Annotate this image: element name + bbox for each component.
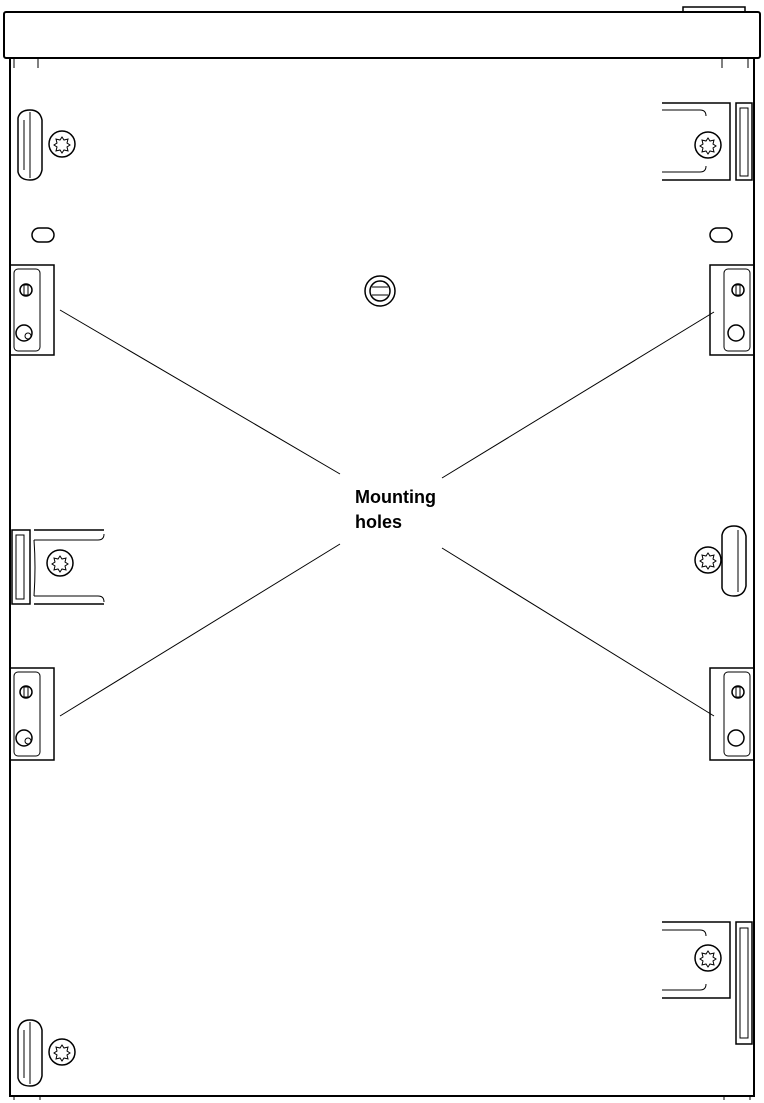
enclosure-body xyxy=(9,57,755,1100)
callout-label-line1: Mounting xyxy=(355,487,436,507)
leader-lower-right xyxy=(441,547,715,717)
mounting-bracket-upper-left xyxy=(9,264,55,356)
hinge-bottom-right xyxy=(662,921,753,1045)
leader-upper-left xyxy=(59,309,341,475)
torx-screw-icon xyxy=(694,131,722,159)
torx-screw-icon xyxy=(694,546,722,574)
torx-screw-icon xyxy=(46,549,74,577)
mounting-hole-icon xyxy=(15,729,33,747)
mounting-hole-icon xyxy=(727,324,745,342)
torx-screw-icon xyxy=(694,944,722,972)
hinge-top-right xyxy=(662,102,753,181)
slot-icon xyxy=(709,227,733,243)
slotted-screw-icon xyxy=(364,275,396,307)
mounting-hole-icon xyxy=(727,729,745,747)
mounting-bracket-upper-right xyxy=(709,264,755,356)
torx-screw-icon xyxy=(48,1038,76,1066)
latch-bottom-left xyxy=(17,1019,43,1087)
mounting-hole-icon xyxy=(15,324,33,342)
slot-icon xyxy=(31,227,55,243)
leader-lower-left xyxy=(59,543,341,717)
mounting-bracket-lower-right xyxy=(709,667,755,761)
mounting-bracket-lower-left xyxy=(9,667,55,761)
hinge-middle-left xyxy=(11,529,105,605)
latch-top-left xyxy=(17,109,43,181)
callout-leaders xyxy=(59,309,715,717)
callout-label: Mounting holes xyxy=(355,487,436,532)
leader-upper-right xyxy=(441,311,715,479)
latch-middle-right xyxy=(721,525,747,597)
torx-screw-icon xyxy=(48,130,76,158)
callout-label-line2: holes xyxy=(355,512,402,532)
